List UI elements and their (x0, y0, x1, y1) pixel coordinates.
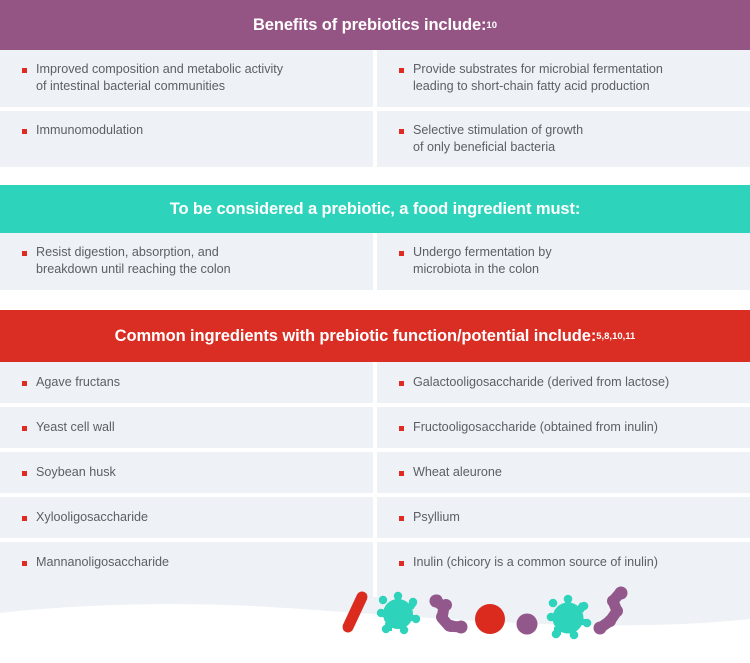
section-header-benefits: Benefits of prebiotics include:10 (0, 0, 750, 50)
column-divider (373, 362, 377, 403)
bullet-square-icon (399, 426, 404, 431)
table-row: Yeast cell wall Fructooligosaccharide (o… (0, 403, 750, 448)
bullet-square-icon (22, 471, 27, 476)
table-row: Improved composition and metabolic activ… (0, 50, 750, 107)
rod-bacterium-icon (342, 591, 368, 633)
ingredient-item-1-label: Agave fructans (36, 375, 121, 389)
table-row: Resist digestion, absorption, and breakd… (0, 233, 750, 290)
ingredient-item-6-label: Galactooligosaccharide (derived from lac… (413, 375, 670, 389)
microbe-illustration-group (0, 583, 750, 640)
criteria-item-2: Undergo fermentation by microbiota in th… (377, 233, 750, 290)
ingredient-item-8-label: Wheat aleurone (413, 465, 502, 479)
ingredient-item-2: Yeast cell wall (0, 403, 373, 448)
bullet-square-icon (399, 68, 404, 73)
column-divider (373, 233, 377, 290)
section-spacer (0, 167, 750, 185)
column-divider (373, 107, 377, 167)
bullet-square-icon (22, 516, 27, 521)
bullet-square-icon (22, 129, 27, 134)
bullet-square-icon (399, 251, 404, 256)
bullet-square-icon (22, 381, 27, 386)
chain-bacterium-nodes (429, 594, 468, 634)
benefits-item-3-label: Immunomodulation (36, 123, 144, 137)
criteria-item-1-label: Resist digestion, absorption, and breakd… (36, 245, 231, 276)
ingredients-table: Agave fructans Galactooligosaccharide (d… (0, 362, 750, 583)
prebiotics-infographic: Benefits of prebiotics include:10 Improv… (0, 0, 750, 640)
ingredient-item-3-label: Soybean husk (36, 465, 116, 479)
bullet-square-icon (22, 251, 27, 256)
benefits-item-4-label: Selective stimulation of growth of only … (413, 123, 584, 154)
ingredient-item-10-label: Inulin (chicory is a common source of in… (413, 555, 658, 569)
benefits-item-2: Provide substrates for microbial ferment… (377, 50, 750, 107)
bullet-square-icon (399, 381, 404, 386)
benefits-item-4: Selective stimulation of growth of only … (377, 107, 750, 167)
ingredient-item-7-label: Fructooligosaccharide (obtained from inu… (413, 420, 659, 434)
table-row: Immunomodulation Selective stimulation o… (0, 107, 750, 167)
bullet-square-icon (22, 426, 27, 431)
bullet-square-icon (22, 561, 27, 566)
criteria-item-1: Resist digestion, absorption, and breakd… (0, 233, 373, 290)
criteria-item-2-label: Undergo fermentation by microbiota in th… (413, 245, 552, 276)
bullet-square-icon (399, 471, 404, 476)
section-header-benefits-text: Benefits of prebiotics include: (252, 15, 487, 34)
bottom-decoration (0, 583, 750, 663)
benefits-item-2-label: Provide substrates for microbial ferment… (413, 62, 663, 93)
section-header-benefits-superscript: 10 (486, 19, 497, 31)
ingredient-item-2-label: Yeast cell wall (36, 420, 115, 434)
spiky-virus-icon (376, 591, 421, 635)
bullet-square-icon (399, 561, 404, 566)
ingredient-item-4: Xylooligosaccharide (0, 493, 373, 538)
ingredient-item-8: Wheat aleurone (377, 448, 750, 493)
section-header-ingredients: Common ingredients with prebiotic functi… (0, 310, 750, 362)
table-row: Mannanoligosaccharide Inulin (chicory is… (0, 538, 750, 583)
benefits-item-1-label: Improved composition and metabolic activ… (36, 62, 284, 93)
column-divider (373, 50, 377, 107)
benefits-item-1: Improved composition and metabolic activ… (0, 50, 373, 107)
ingredient-item-7: Fructooligosaccharide (obtained from inu… (377, 403, 750, 448)
small-coccus-icon (516, 613, 538, 635)
ingredient-item-6: Galactooligosaccharide (derived from lac… (377, 362, 750, 403)
bullet-square-icon (399, 129, 404, 134)
section-spacer (0, 290, 750, 310)
ingredient-item-4-label: Xylooligosaccharide (36, 510, 149, 524)
ingredient-item-9-label: Psyllium (413, 510, 460, 524)
column-divider (373, 493, 377, 538)
round-bacterium-icon (475, 604, 505, 634)
ingredient-item-3: Soybean husk (0, 448, 373, 493)
ingredient-item-5-label: Mannanoligosaccharide (36, 555, 170, 569)
section-header-ingredients-superscript: 5,8,10,11 (596, 330, 636, 342)
bullet-square-icon (399, 516, 404, 521)
column-divider-tail (373, 583, 377, 597)
criteria-table: Resist digestion, absorption, and breakd… (0, 233, 750, 290)
column-divider (373, 448, 377, 493)
benefits-item-3: Immunomodulation (0, 107, 373, 167)
table-row: Xylooligosaccharide Psyllium (0, 493, 750, 538)
ingredient-item-1: Agave fructans (0, 362, 373, 403)
section-header-ingredients-text: Common ingredients with prebiotic functi… (114, 326, 597, 345)
benefits-table: Improved composition and metabolic activ… (0, 50, 750, 167)
chain-bacterium-nodes (593, 586, 628, 635)
table-row: Soybean husk Wheat aleurone (0, 448, 750, 493)
bullet-square-icon (22, 68, 27, 73)
table-row: Agave fructans Galactooligosaccharide (d… (0, 362, 750, 403)
ingredient-item-10: Inulin (chicory is a common source of in… (377, 538, 750, 583)
ingredient-item-9: Psyllium (377, 493, 750, 538)
spiky-virus-icon (546, 594, 592, 640)
column-divider (373, 403, 377, 448)
section-header-criteria-text: To be considered a prebiotic, a food ing… (169, 199, 581, 218)
column-divider (373, 538, 377, 583)
section-header-criteria: To be considered a prebiotic, a food ing… (0, 185, 750, 233)
ingredient-item-5: Mannanoligosaccharide (0, 538, 373, 583)
